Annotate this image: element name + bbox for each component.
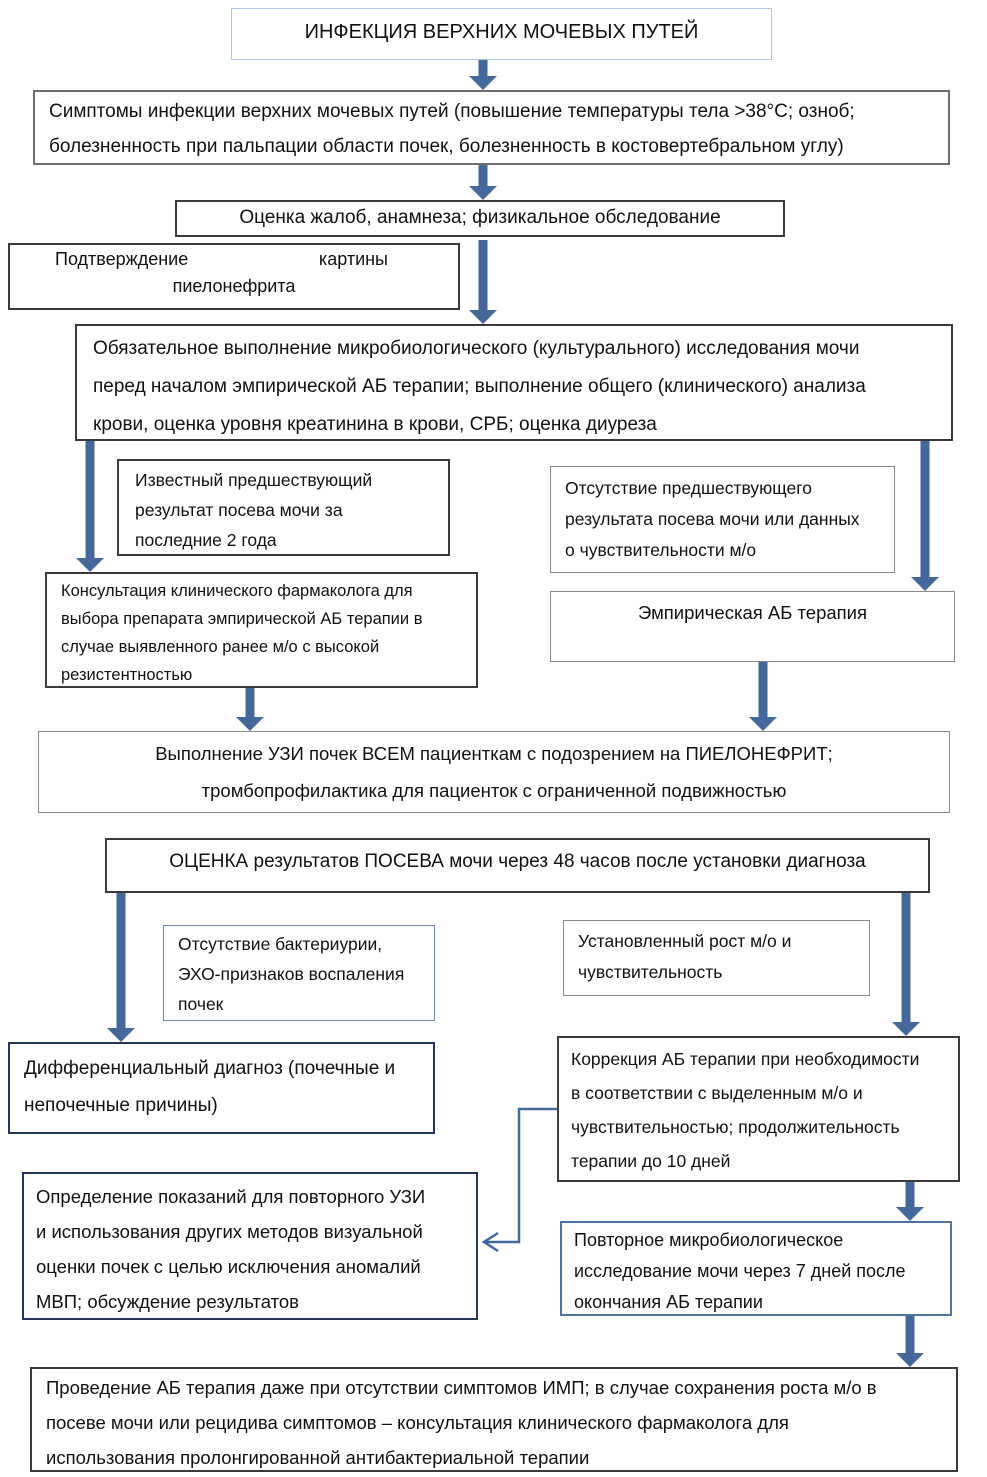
node-final-therapy: Проведение АБ терапия даже при отсутстви…	[30, 1367, 958, 1472]
node-symptoms-line: Симптомы инфекции верхних мочевых путей …	[49, 101, 855, 122]
node-differential-diagnosis: Дифференциальный диагноз (почечные и неп…	[8, 1042, 435, 1134]
arrow-mandatory-to-empiric	[911, 441, 939, 591]
node-ultrasound: Выполнение УЗИ почек ВСЕМ пациенткам с п…	[38, 731, 950, 813]
node-known-line: Известный предшествующий	[135, 470, 373, 490]
arrow-evaluation-to-differential	[107, 893, 135, 1042]
node-known-line: последние 2 года	[135, 530, 277, 550]
arrow-evaluation-to-correction	[892, 893, 920, 1036]
node-therapy-correction: Коррекция АБ терапии при необходимости в…	[557, 1036, 960, 1182]
node-pharmacologist-consultation: Консультация клинического фармаколога дл…	[45, 572, 478, 688]
node-repeat-indications-line: и использования других методов визуально…	[36, 1221, 423, 1242]
node-no-result-line: Отсутствие предшествующего	[565, 478, 812, 498]
node-no-culture-result: Отсутствие предшествующего результата по…	[550, 466, 895, 573]
node-empiric-therapy: Эмпирическая АБ терапия	[550, 591, 955, 662]
node-known-line: результат посева мочи за	[135, 500, 343, 520]
node-consultation-line: Консультация клинического фармаколога дл…	[61, 582, 413, 600]
node-symptoms-line: болезненность при пальпации области поче…	[49, 136, 844, 157]
node-final-line: посеве мочи или рецидива симптомов – кон…	[46, 1412, 789, 1433]
node-correction-line: Коррекция АБ терапии при необходимости	[571, 1049, 920, 1069]
node-repeat-indications-line: Определение показаний для повторного УЗИ	[36, 1186, 426, 1207]
arrow-empiric-to-ultrasound	[749, 662, 777, 731]
node-repeat-ultrasound-indications: Определение показаний для повторного УЗИ…	[22, 1172, 478, 1320]
node-confirmation: Подтверждение картины пиелонефрита	[8, 243, 460, 310]
arrow-symptoms-to-assessment	[469, 165, 497, 200]
node-evaluation-label: ОЦЕНКА результатов ПОСЕВА мочи через 48 …	[169, 851, 866, 872]
node-title-label: ИНФЕКЦИЯ ВЕРХНИХ МОЧЕВЫХ ПУТЕЙ	[304, 21, 699, 43]
node-correction-line: терапии до 10 дней	[571, 1151, 731, 1171]
node-mandatory-line: крови, оценка уровня креатинина в крови,…	[93, 414, 657, 435]
node-mandatory-line: Обязательное выполнение микробиологическ…	[93, 338, 860, 359]
node-assessment-label: Оценка жалоб, анамнеза; физикальное обсл…	[239, 207, 721, 228]
node-culture-evaluation: ОЦЕНКА результатов ПОСЕВА мочи через 48 …	[105, 838, 930, 893]
node-no-result-line: о чувствительности м/о	[565, 540, 757, 560]
node-repeat-micro-line: исследование мочи через 7 дней после	[574, 1261, 906, 1281]
node-title: ИНФЕКЦИЯ ВЕРХНИХ МОЧЕВЫХ ПУТЕЙ	[231, 8, 772, 60]
node-repeat-microbiology: Повторное микробиологическое исследовани…	[560, 1221, 952, 1316]
node-correction-line: чувствительностью; продолжительность	[571, 1117, 900, 1137]
node-repeat-indications-line: оценки почек с целью исключения аномалий	[36, 1256, 421, 1277]
arrow-correction-to-repeat-micro	[896, 1182, 924, 1221]
node-final-line: использования пролонгированной антибакте…	[46, 1447, 590, 1468]
node-established-growth: Установленный рост м/о и чувствительност…	[563, 920, 870, 996]
node-known-culture-result: Известный предшествующий результат посев…	[117, 459, 450, 556]
node-assessment: Оценка жалоб, анамнеза; физикальное обсл…	[175, 200, 785, 237]
node-mandatory-line: перед началом эмпирической АБ терапии; в…	[93, 376, 866, 397]
node-no-bacteriuria: Отсутствие бактериурии, ЭХО-признаков во…	[163, 925, 435, 1021]
arrow-consultation-to-ultrasound	[236, 688, 264, 731]
node-repeat-micro-line: окончания АБ терапии	[574, 1292, 763, 1312]
node-differential-line: непочечные причины)	[24, 1095, 218, 1116]
node-growth-line: Установленный рост м/о и	[578, 931, 792, 951]
arrow-assessment-to-mandatory	[469, 240, 497, 324]
node-confirmation-word: пиелонефрита	[172, 276, 296, 296]
node-growth-line: чувствительность	[578, 962, 723, 982]
node-no-result-line: результата посева мочи или данных	[565, 509, 860, 529]
node-consultation-line: выбора препарата эмпирической АБ терапии…	[61, 610, 423, 628]
arrow-repeat-micro-to-final	[896, 1316, 924, 1367]
node-consultation-line: случае выявленного ранее м/о с высокой	[61, 638, 380, 656]
node-consultation-line: резистентностью	[61, 666, 193, 684]
node-repeat-micro-line: Повторное микробиологическое	[574, 1230, 844, 1250]
node-mandatory-tests: Обязательное выполнение микробиологическ…	[75, 324, 953, 441]
node-confirmation-word: картины	[318, 249, 388, 269]
node-symptoms: Симптомы инфекции верхних мочевых путей …	[33, 90, 950, 165]
node-no-bacteriuria-line: почек	[178, 994, 224, 1014]
node-ultrasound-line: Выполнение УЗИ почек ВСЕМ пациенткам с п…	[155, 743, 833, 764]
node-final-line: Проведение АБ терапия даже при отсутстви…	[46, 1377, 877, 1398]
node-empiric-label: Эмпирическая АБ терапия	[637, 602, 868, 623]
node-ultrasound-line: тромбопрофилактика для пациенток с огран…	[201, 780, 787, 801]
node-no-bacteriuria-line: ЭХО-признаков воспаления	[178, 964, 405, 984]
node-differential-line: Дифференциальный диагноз (почечные и	[24, 1058, 396, 1079]
node-repeat-indications-line: МВП; обсуждение результатов	[36, 1291, 299, 1312]
node-no-bacteriuria-line: Отсутствие бактериурии,	[178, 934, 383, 954]
node-correction-line: в соответствии с выделенным м/о и	[571, 1083, 863, 1103]
arrow-mandatory-to-consultation	[76, 441, 104, 572]
arrow-title-to-symptoms	[469, 60, 497, 90]
node-confirmation-word: Подтверждение	[55, 249, 189, 269]
